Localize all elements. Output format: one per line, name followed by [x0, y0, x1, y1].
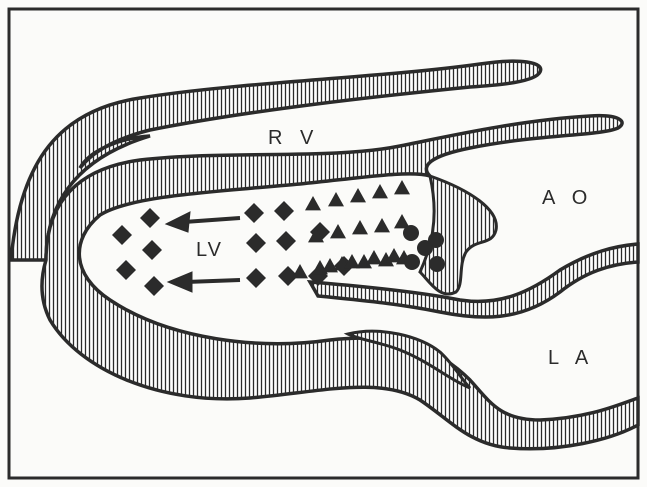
diamond-icon: [142, 240, 162, 260]
label-aorta: A O: [542, 187, 593, 209]
diamond-icon: [274, 201, 294, 221]
label-left-atrium: L A: [548, 347, 594, 369]
circle-icon: [403, 225, 419, 241]
triangle-icon: [394, 180, 410, 194]
triangle-icon: [328, 192, 344, 206]
triangle-icon: [330, 224, 346, 238]
circle-icon: [404, 254, 420, 270]
triangle-icon: [374, 218, 390, 232]
triangle-icon: [292, 264, 308, 278]
diamond-icon: [144, 276, 164, 296]
diamond-icon: [116, 260, 136, 280]
aortic-wall: [310, 244, 638, 317]
left-arrow-icon: [166, 212, 240, 232]
diamond-icon: [246, 233, 266, 253]
diamond-icon: [112, 225, 132, 245]
diamond-icon: [276, 231, 296, 251]
label-right-ventricle: R V: [268, 127, 319, 149]
circle-icon: [429, 256, 445, 272]
triangle-icon: [386, 248, 402, 262]
triangle-icon: [350, 188, 366, 202]
triangle-icon: [372, 184, 388, 198]
triangle-icon: [366, 250, 382, 264]
diamond-icon: [140, 208, 160, 228]
circle-icon: [417, 240, 433, 256]
diamond-icon: [244, 203, 264, 223]
triangle-icon: [352, 220, 368, 234]
left-arrow-icon: [168, 272, 240, 292]
triangle-icon: [305, 196, 321, 210]
diamond-icon: [246, 268, 266, 288]
label-left-ventricle: LV: [196, 239, 223, 261]
